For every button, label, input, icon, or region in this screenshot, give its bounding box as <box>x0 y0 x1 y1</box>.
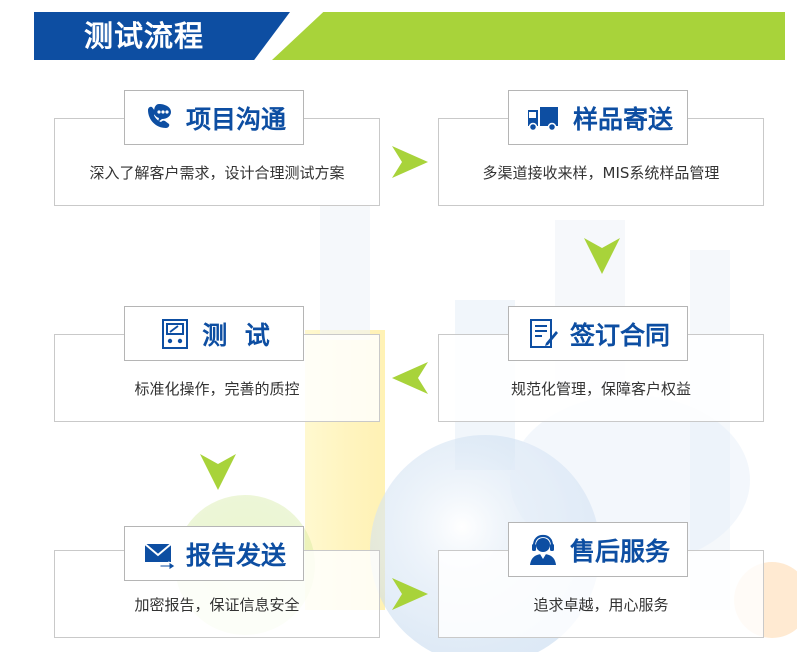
step-tab-after-sales: 售后服务 <box>508 522 688 577</box>
phone-chat-icon <box>147 103 171 128</box>
arrow-left-icon <box>392 362 428 394</box>
customer-service-icon <box>529 534 556 565</box>
step-description: 多渠道接收来样，MIS系统样品管理 <box>482 164 720 182</box>
step-title: 项目沟通 <box>185 104 286 134</box>
arrow-down-icon <box>200 454 236 490</box>
step-card-project-communication: 深入了解客户需求，设计合理测试方案 <box>54 118 380 206</box>
step-title: 签订合同 <box>569 320 670 350</box>
step-title: 售后服务 <box>569 536 670 566</box>
email-send-icon <box>144 542 176 571</box>
step-title: 报告发送 <box>185 540 286 570</box>
banner-green-block <box>272 12 785 60</box>
step-description: 规范化管理，保障客户权益 <box>510 380 691 398</box>
arrow-down-icon <box>584 238 620 274</box>
step-tab-testing: 测 试 <box>124 306 304 361</box>
contract-sign-icon <box>529 318 558 348</box>
step-description: 加密报告，保证信息安全 <box>134 596 300 614</box>
step-tab-sample-delivery: 样品寄送 <box>508 90 688 145</box>
step-tab-sign-contract: 签订合同 <box>508 306 688 361</box>
truck-icon <box>527 106 558 131</box>
step-tab-project-communication: 项目沟通 <box>124 90 304 145</box>
step-description: 深入了解客户需求，设计合理测试方案 <box>89 164 345 182</box>
step-description: 追求卓越，用心服务 <box>533 596 669 614</box>
step-title: 测 试 <box>202 320 270 350</box>
step-tab-report-delivery: 报告发送 <box>124 526 304 581</box>
arrow-right-icon <box>392 578 428 610</box>
page-title: 测试流程 <box>84 19 205 53</box>
header-banner: 测试流程 <box>34 12 785 60</box>
step-title: 样品寄送 <box>572 104 673 134</box>
step-description: 标准化操作，完善的质控 <box>134 380 300 398</box>
test-meter-icon <box>162 318 189 349</box>
arrow-right-icon <box>392 146 428 178</box>
banner-blue-block <box>34 12 290 60</box>
step-card-sample-delivery: 多渠道接收来样，MIS系统样品管理 <box>438 118 764 206</box>
